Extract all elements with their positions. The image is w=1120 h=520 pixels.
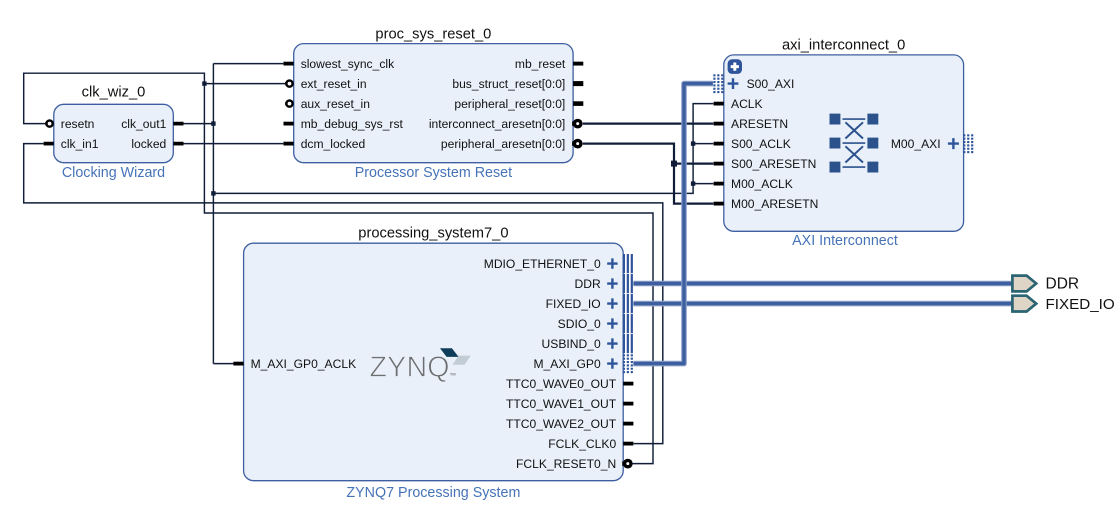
svg-text:M_AXI_GP0: M_AXI_GP0 [533,357,600,371]
svg-text:clk_in1: clk_in1 [61,137,99,151]
svg-text:clk_wiz_0: clk_wiz_0 [82,85,146,101]
svg-text:aux_reset_in: aux_reset_in [301,97,370,111]
svg-text:DDR: DDR [1046,276,1080,293]
svg-text:M00_ARESETN: M00_ARESETN [731,197,818,211]
svg-text:M00_ACLK: M00_ACLK [731,177,793,191]
svg-text:bus_struct_reset[0:0]: bus_struct_reset[0:0] [452,77,565,91]
svg-text:peripheral_reset[0:0]: peripheral_reset[0:0] [454,97,565,111]
svg-text:ext_reset_in: ext_reset_in [301,77,367,91]
svg-text:proc_sys_reset_0: proc_sys_reset_0 [375,27,491,43]
svg-text:mb_reset: mb_reset [515,57,566,71]
svg-text:FIXED_IO: FIXED_IO [1046,296,1115,313]
svg-text:™: ™ [450,373,457,380]
svg-text:peripheral_aresetn[0:0]: peripheral_aresetn[0:0] [441,137,565,151]
svg-text:TTC0_WAVE1_OUT: TTC0_WAVE1_OUT [506,397,617,411]
svg-text:ARESETN: ARESETN [731,117,788,131]
svg-text:Clocking Wizard: Clocking Wizard [62,165,165,181]
svg-text:AXI Interconnect: AXI Interconnect [792,233,898,249]
svg-text:interconnect_aresetn[0:0]: interconnect_aresetn[0:0] [429,117,565,131]
svg-text:TTC0_WAVE0_OUT: TTC0_WAVE0_OUT [506,377,617,391]
svg-text:FIXED_IO: FIXED_IO [546,297,601,311]
svg-text:FCLK_RESET0_N: FCLK_RESET0_N [516,457,616,471]
svg-text:S00_ARESETN: S00_ARESETN [731,157,816,171]
svg-text:MDIO_ETHERNET_0: MDIO_ETHERNET_0 [484,257,601,271]
svg-text:processing_system7_0: processing_system7_0 [358,226,508,242]
svg-text:mb_debug_sys_rst: mb_debug_sys_rst [301,117,404,131]
svg-text:TTC0_WAVE2_OUT: TTC0_WAVE2_OUT [506,417,617,431]
svg-text:M_AXI_GP0_ACLK: M_AXI_GP0_ACLK [251,357,357,371]
svg-text:ZYNQ7 Processing System: ZYNQ7 Processing System [346,485,520,501]
svg-text:S00_AXI: S00_AXI [747,77,795,91]
svg-text:SDIO_0: SDIO_0 [558,317,601,331]
svg-text:clk_out1: clk_out1 [121,117,166,131]
svg-text:M00_AXI: M00_AXI [891,137,941,151]
svg-text:locked: locked [131,137,166,151]
svg-text:resetn: resetn [61,117,95,131]
svg-text:DDR: DDR [574,277,600,291]
svg-text:S00_ACLK: S00_ACLK [731,137,791,151]
svg-text:slowest_sync_clk: slowest_sync_clk [301,57,395,71]
svg-text:FCLK_CLK0: FCLK_CLK0 [548,437,616,451]
svg-text:axi_interconnect_0: axi_interconnect_0 [782,37,905,53]
svg-text:ACLK: ACLK [731,97,763,111]
svg-text:Processor System Reset: Processor System Reset [355,165,512,181]
svg-text:ZYNQ: ZYNQ [370,352,450,384]
svg-text:USBIND_0: USBIND_0 [542,337,601,351]
svg-text:dcm_locked: dcm_locked [301,137,366,151]
